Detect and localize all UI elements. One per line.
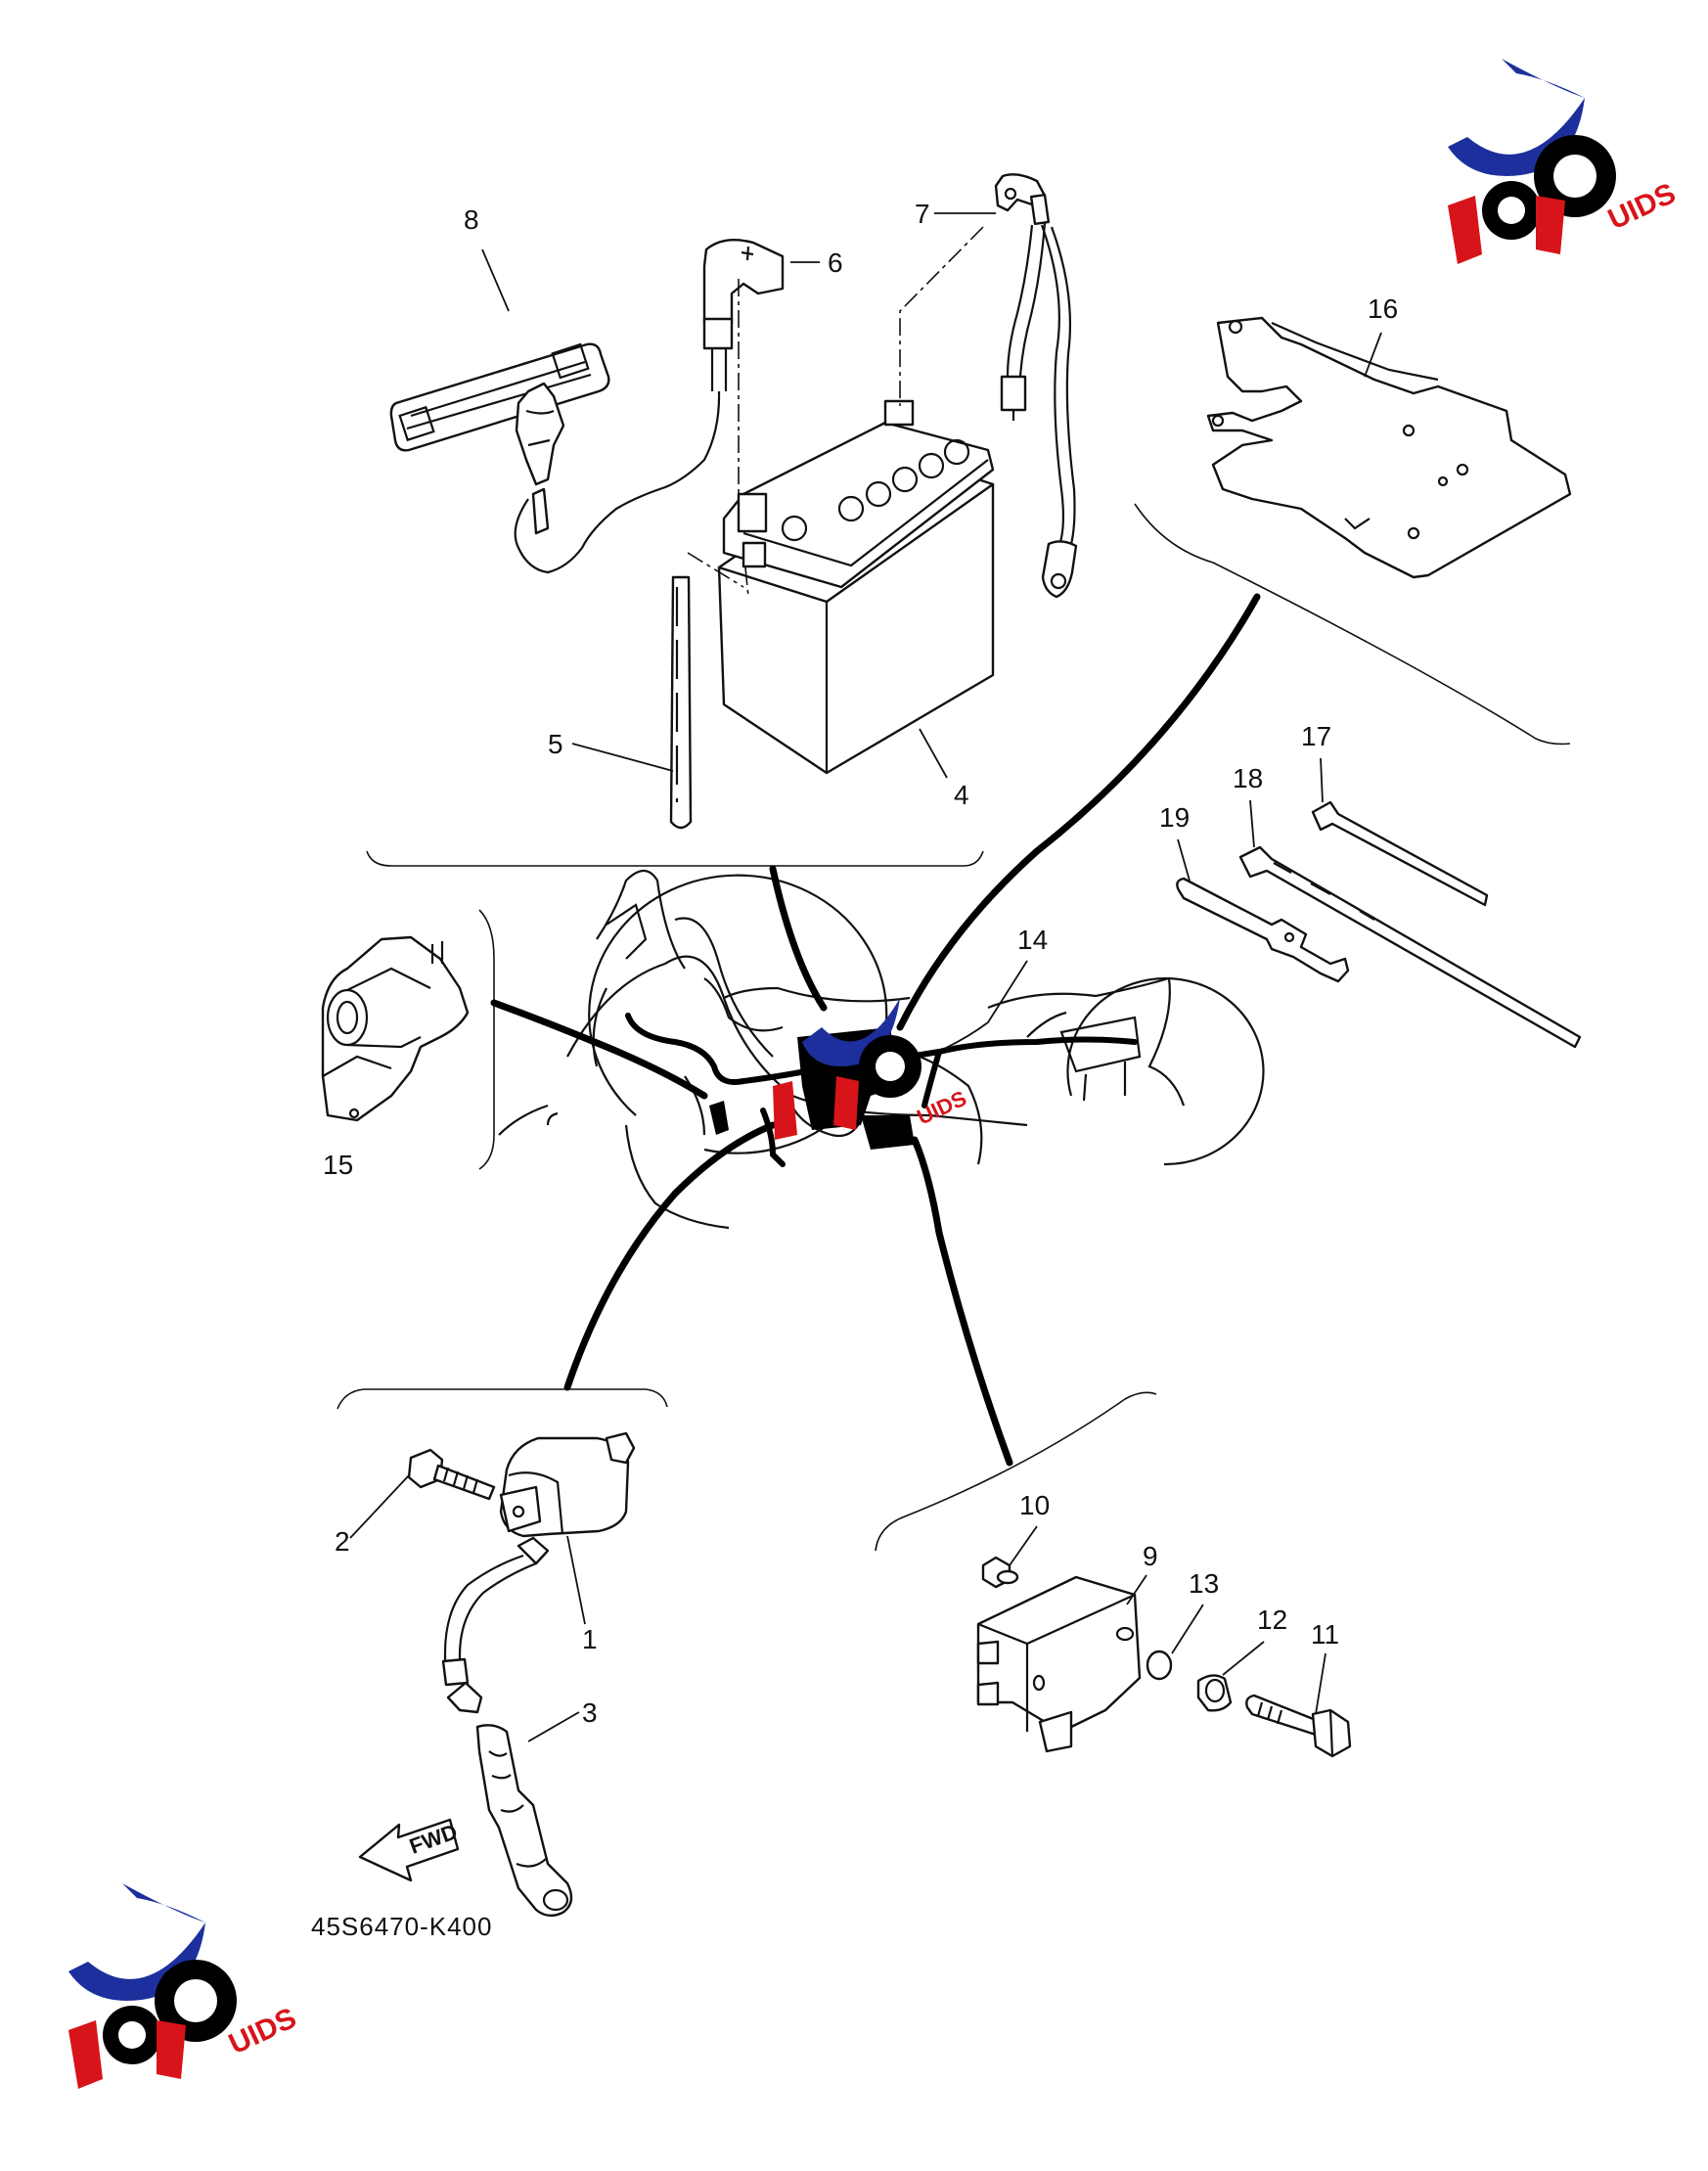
- cdi-group-frame: [478, 909, 495, 1170]
- callout-leaders: [349, 212, 1382, 1742]
- assembly-line-d: [744, 566, 749, 598]
- callout-5: 5: [548, 729, 563, 759]
- part-1-ignition-coil: [441, 1431, 636, 1714]
- part-5-breather-hose: [669, 575, 693, 830]
- regulator-group-frame: [875, 1391, 1157, 1552]
- pointer-cdi: [490, 999, 708, 1100]
- part-3-plug-cap: [475, 1724, 573, 1918]
- harness-connector: [709, 1101, 729, 1135]
- fwd-arrow: FWD: [358, 1818, 461, 1882]
- callout-19: 19: [1159, 802, 1190, 833]
- bracket-group-frame: [1134, 503, 1571, 746]
- callout-16: 16: [1368, 294, 1398, 324]
- callout-4: 4: [954, 780, 969, 810]
- callout-11: 11: [1311, 1619, 1339, 1650]
- diagram-part-code: 45S6470-K400: [311, 1912, 492, 1941]
- assembly-line-b: [899, 226, 984, 406]
- part-16-bracket: [1206, 316, 1572, 579]
- part-2-bolt: [407, 1448, 496, 1501]
- callout-9: 9: [1143, 1541, 1158, 1571]
- callout-3: 3: [582, 1697, 598, 1728]
- callout-14: 14: [1017, 925, 1048, 955]
- coil-group-frame: [337, 1388, 668, 1410]
- assembly-line-c: [687, 552, 744, 588]
- pointer-battery: [769, 865, 828, 1012]
- watermark-suffix-bl: UIDS: [224, 2002, 301, 2060]
- watermark-logo-bottom-left: UIDS: [68, 1883, 301, 2089]
- pointer-coil: [563, 1121, 777, 1391]
- callout-2: 2: [335, 1526, 350, 1557]
- watermark-suffix: UIDS: [1603, 177, 1681, 236]
- harness-branch: [760, 1049, 942, 1167]
- part-19-clamp-tie: [1176, 877, 1350, 983]
- harness-blob: [861, 1115, 915, 1150]
- callout-8: 8: [464, 204, 479, 235]
- part-18-cable-tie: [1238, 845, 1582, 1049]
- watermark-logo-top-right: UIDS: [1448, 59, 1681, 264]
- callout-15: 15: [323, 1150, 353, 1180]
- part-12-collar: [1196, 1674, 1233, 1712]
- callout-10: 10: [1019, 1490, 1050, 1520]
- part-7-positive-lead: [994, 173, 1078, 599]
- callout-12: 12: [1257, 1605, 1287, 1635]
- battery-group-frame: [366, 850, 984, 867]
- callout-7: 7: [915, 199, 930, 229]
- part-4-battery: [717, 399, 995, 775]
- callout-labels: 8 6 7 16 5 4 17 18 19 14 15 2 1 3 10 9 1…: [323, 199, 1398, 1728]
- motorcycle-outline: [498, 869, 1265, 1230]
- watermark-suffix-center: UIDS: [914, 1086, 970, 1130]
- part-11-bolt: [1245, 1694, 1352, 1758]
- callout-17: 17: [1301, 721, 1331, 751]
- part-6-terminal-cover: [514, 239, 785, 574]
- pointer-regulator: [911, 1136, 1013, 1467]
- part-17-cable-tie: [1311, 800, 1489, 907]
- part-15-relay: [321, 935, 470, 1122]
- callout-18: 18: [1233, 763, 1263, 793]
- callout-1: 1: [582, 1624, 598, 1654]
- callout-13: 13: [1189, 1568, 1219, 1599]
- part-13-washer: [1146, 1650, 1173, 1681]
- part-8-battery-band: [389, 342, 610, 452]
- pointer-bracket: [896, 593, 1261, 1031]
- callout-6: 6: [828, 248, 843, 278]
- part-10-nut: [981, 1556, 1019, 1589]
- part-9-rectifier-regulator: [976, 1575, 1142, 1753]
